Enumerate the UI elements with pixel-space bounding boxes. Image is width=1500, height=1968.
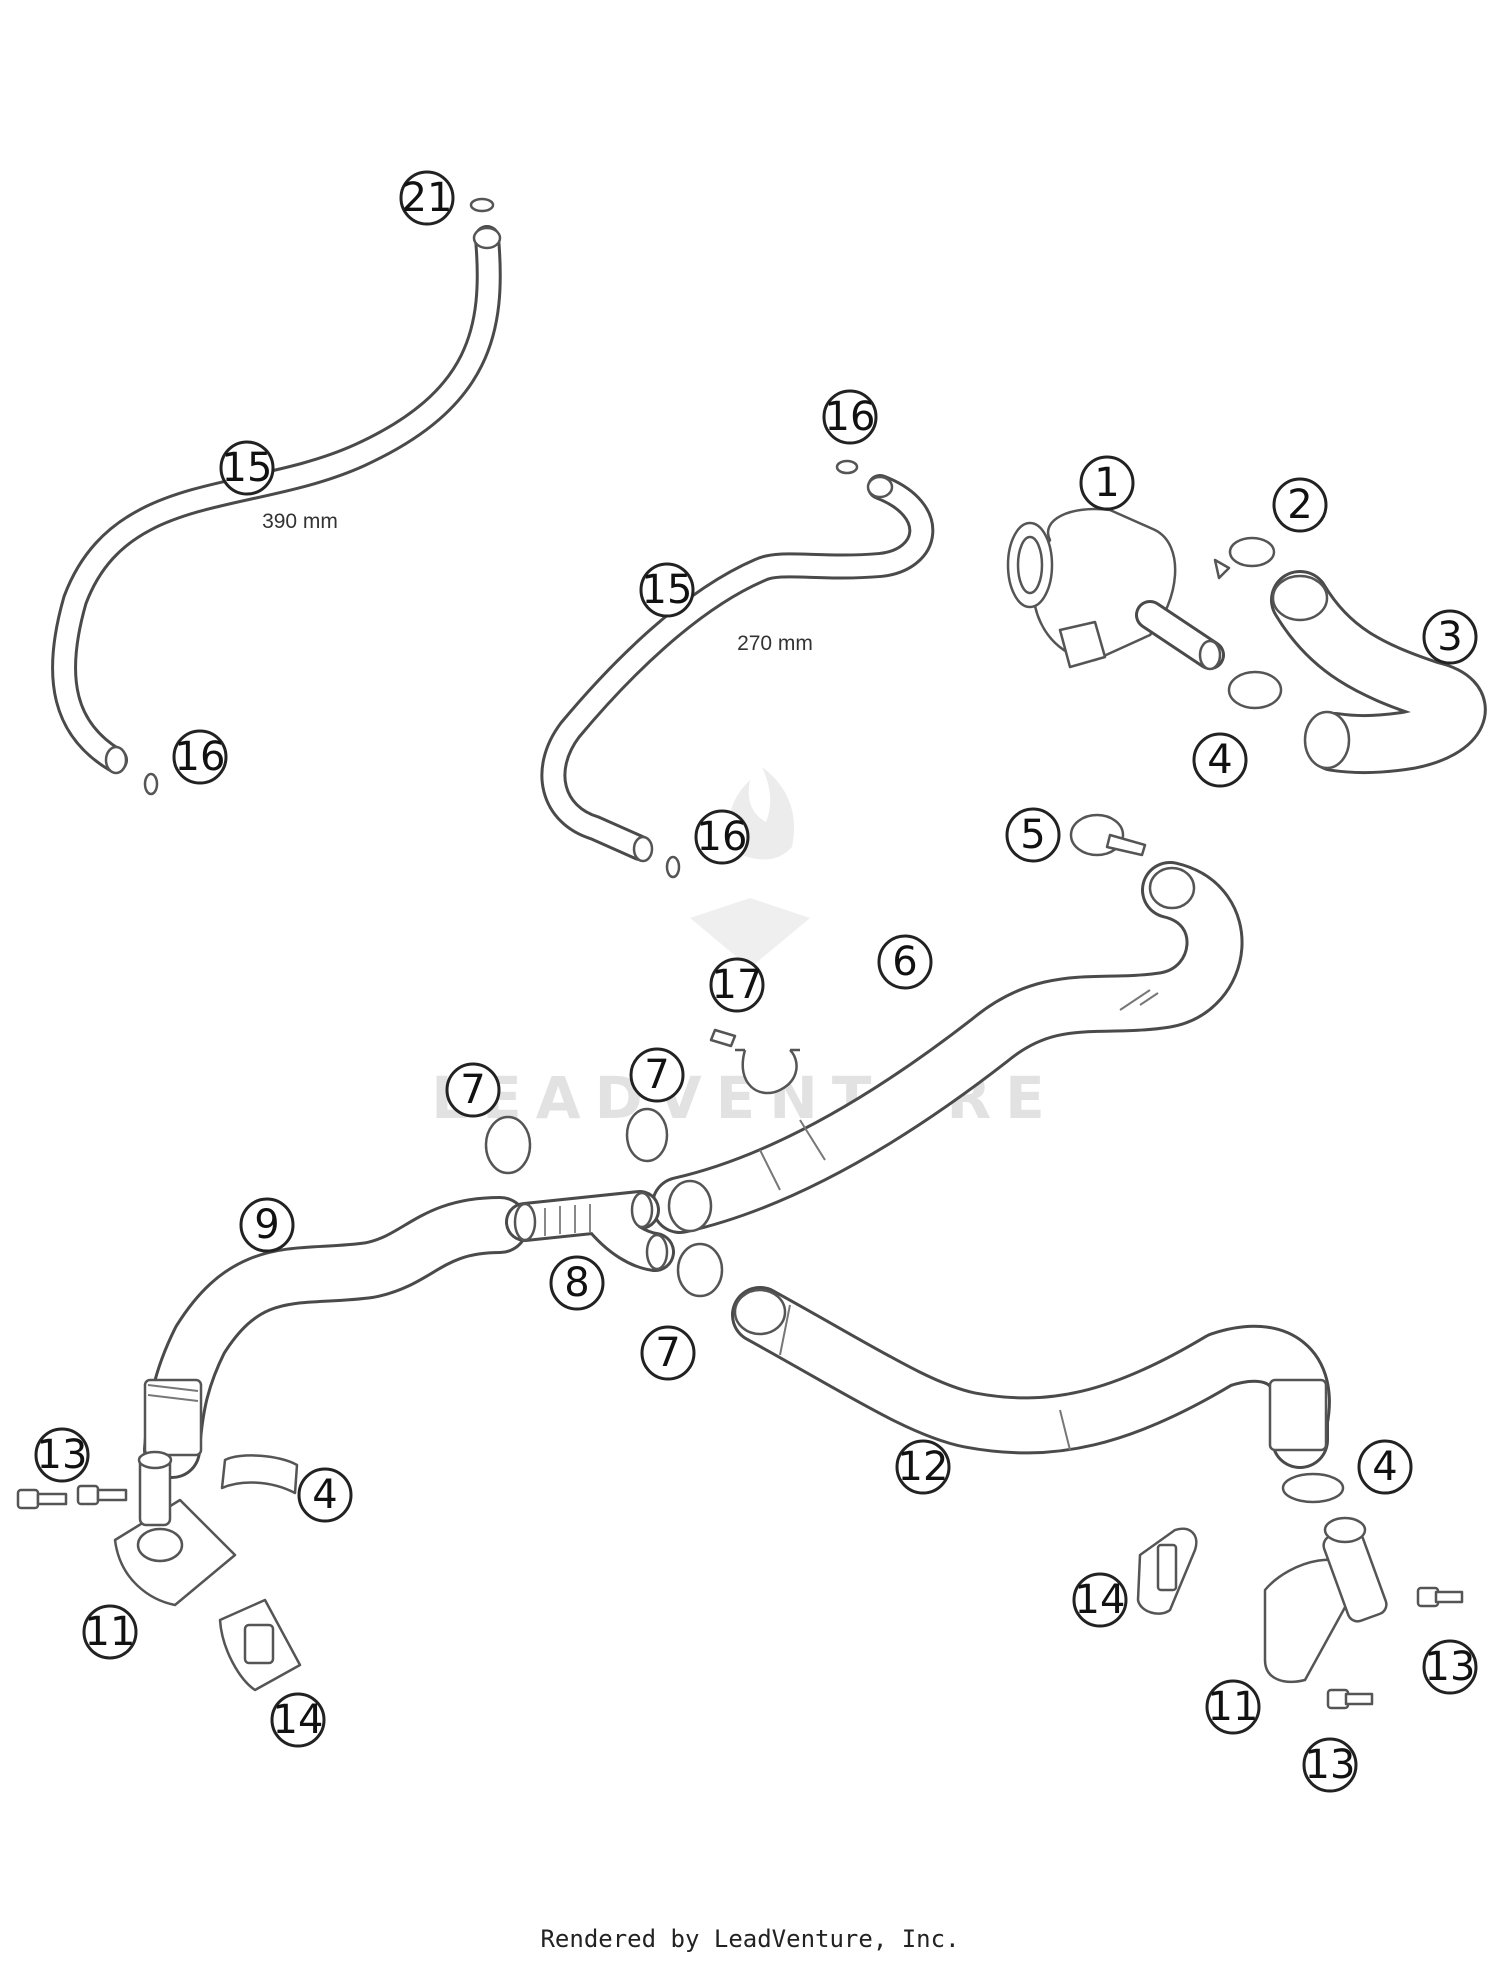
- callout-15-left[interactable]: 13: [34, 1427, 90, 1483]
- svg-text:12: 12: [898, 1444, 949, 1490]
- svg-text:14: 14: [1075, 1577, 1126, 1623]
- svg-text:21: 21: [402, 175, 453, 221]
- callout-6[interactable]: 6: [877, 934, 933, 990]
- clamp-7-b: [625, 1107, 669, 1163]
- svg-text:2: 2: [1287, 482, 1312, 528]
- hose-390mm: [51, 225, 502, 775]
- bolt-15-c: [1416, 1586, 1464, 1608]
- footer-credit: Rendered by LeadVenture, Inc.: [540, 1925, 960, 1953]
- clamp-14-left: [143, 772, 159, 796]
- svg-text:9: 9: [254, 1202, 279, 1248]
- svg-text:5: 5: [1020, 812, 1045, 858]
- callout-1[interactable]: 1: [1079, 455, 1135, 511]
- callout-14-top[interactable]: 16: [822, 389, 878, 445]
- clamp-7-c: [676, 1242, 724, 1298]
- callout-15-right[interactable]: 13: [1422, 1639, 1478, 1695]
- svg-text:17: 17: [712, 962, 763, 1008]
- clamp-14-top: [835, 459, 859, 475]
- svg-text:4: 4: [1207, 737, 1232, 783]
- callout-9[interactable]: 9: [239, 1197, 295, 1253]
- svg-text:7: 7: [644, 1052, 669, 1098]
- callout-4-top[interactable]: 4: [1192, 732, 1248, 788]
- callout-14-mid[interactable]: 16: [694, 809, 750, 865]
- svg-text:14: 14: [273, 1697, 324, 1743]
- clamp-5: [1069, 813, 1147, 857]
- svg-text:13: 13: [37, 1432, 88, 1478]
- svg-text:13: 13: [1425, 1644, 1476, 1690]
- callout-15-bottom[interactable]: 13: [1302, 1737, 1358, 1793]
- callout-3[interactable]: 3: [1422, 609, 1478, 665]
- bolt-15-b: [76, 1484, 128, 1506]
- callout-17[interactable]: 17: [709, 957, 765, 1013]
- hose-3: [1270, 570, 1487, 775]
- clamp-17: [709, 1028, 800, 1095]
- hose-270mm: [540, 474, 935, 863]
- gasket-16-right: [1136, 1527, 1198, 1615]
- clamp-4-right: [1281, 1472, 1345, 1504]
- hose-6: [651, 861, 1244, 1234]
- callout-7-b[interactable]: 7: [629, 1047, 685, 1103]
- callout-16-left[interactable]: 14: [270, 1692, 326, 1748]
- svg-text:16: 16: [175, 734, 226, 780]
- clamp-14-mid: [665, 855, 681, 879]
- clamp-4-upper: [1227, 670, 1283, 710]
- svg-text:4: 4: [312, 1472, 337, 1518]
- callout-11-right[interactable]: 11: [1205, 1679, 1261, 1735]
- svg-text:11: 11: [1208, 1684, 1259, 1730]
- svg-text:13: 13: [1305, 1742, 1356, 1788]
- svg-text:15: 15: [642, 567, 693, 613]
- dimension-270mm: 270 mm: [737, 632, 813, 655]
- air-valve-1: [1006, 507, 1225, 671]
- callout-7-c[interactable]: 7: [640, 1325, 696, 1381]
- bolt-15-a: [16, 1488, 68, 1510]
- callout-2[interactable]: 2: [1272, 477, 1328, 533]
- callout-21[interactable]: 21: [399, 170, 455, 226]
- svg-text:11: 11: [85, 1609, 136, 1655]
- svg-text:7: 7: [655, 1330, 680, 1376]
- callout-7-a[interactable]: 7: [445, 1062, 501, 1118]
- callout-8[interactable]: 8: [549, 1255, 605, 1311]
- sleeve-4-left: [220, 1454, 299, 1495]
- clamp-21: [469, 197, 495, 213]
- callout-13-left[interactable]: 15: [219, 440, 275, 496]
- svg-text:15: 15: [222, 445, 273, 491]
- callout-16-right[interactable]: 14: [1072, 1572, 1128, 1628]
- svg-text:4: 4: [1372, 1444, 1397, 1490]
- callout-4-left[interactable]: 4: [297, 1467, 353, 1523]
- svg-text:7: 7: [460, 1067, 485, 1113]
- hose-9: [143, 1196, 529, 1479]
- clamp-7-a: [484, 1115, 532, 1175]
- callout-13-right[interactable]: 15: [639, 562, 695, 618]
- gasket-16-left: [218, 1598, 302, 1692]
- housing-11-right: [1263, 1516, 1388, 1684]
- bolt-15-d: [1326, 1688, 1374, 1710]
- callout-5[interactable]: 5: [1005, 807, 1061, 863]
- callout-11-left[interactable]: 11: [82, 1604, 138, 1660]
- clamp-2: [1213, 536, 1276, 580]
- y-connector-8: [505, 1190, 675, 1272]
- hose-12: [731, 1286, 1331, 1469]
- svg-text:16: 16: [825, 394, 876, 440]
- svg-text:8: 8: [564, 1260, 589, 1306]
- callout-14-left[interactable]: 16: [172, 729, 228, 785]
- svg-text:6: 6: [892, 939, 917, 985]
- svg-text:1: 1: [1094, 460, 1119, 506]
- svg-text:16: 16: [697, 814, 748, 860]
- svg-text:3: 3: [1437, 614, 1462, 660]
- housing-11-left: [113, 1450, 237, 1607]
- callout-12[interactable]: 12: [895, 1439, 951, 1495]
- callout-4-right[interactable]: 4: [1357, 1439, 1413, 1495]
- dimension-390mm: 390 mm: [262, 510, 338, 533]
